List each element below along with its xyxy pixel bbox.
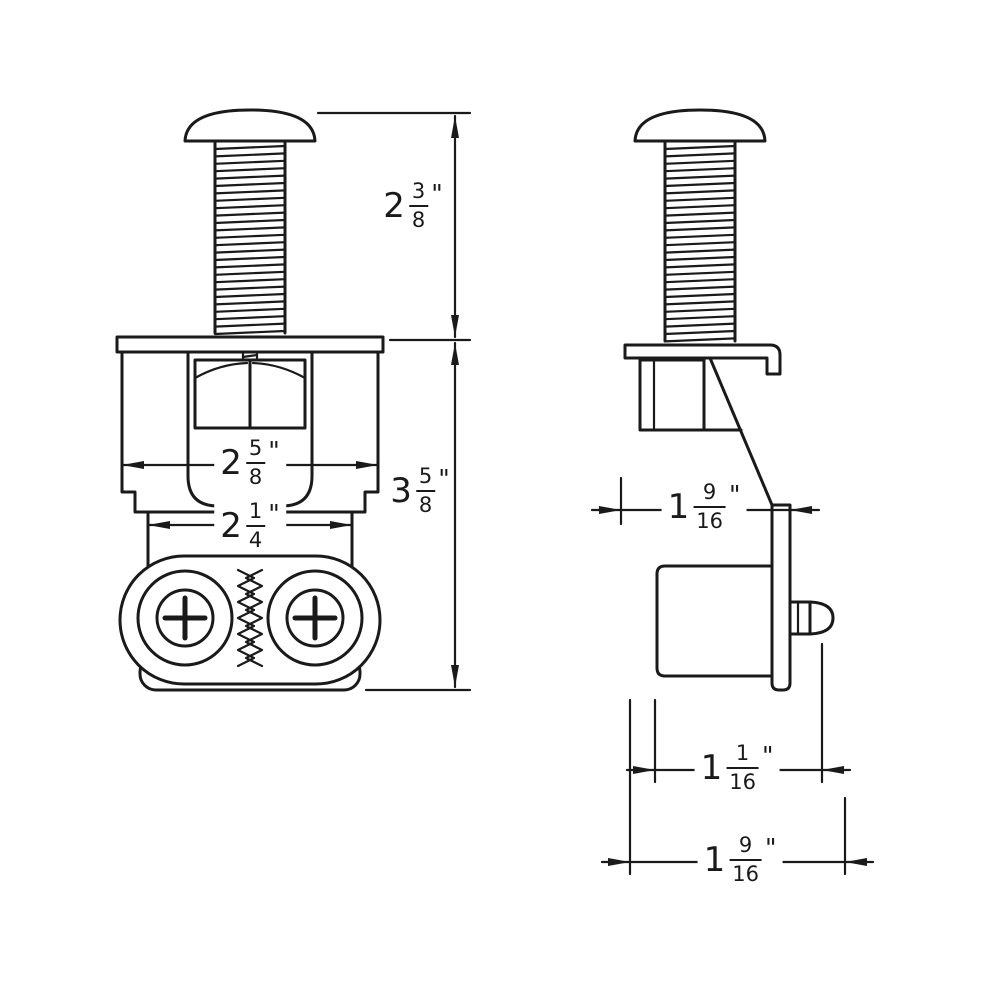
stud-tip-side bbox=[808, 600, 835, 636]
dim-numerator: 3 bbox=[411, 179, 426, 203]
screw-head-left bbox=[155, 588, 215, 648]
dim-label-lower-width: 2 1 4 " bbox=[214, 499, 286, 553]
dim-unit-mark: " bbox=[761, 741, 774, 770]
stud-tip-thread-line bbox=[241, 353, 259, 359]
dim-fraction: 9 16 bbox=[693, 482, 726, 532]
dim-unit-mark: " bbox=[268, 436, 280, 465]
dim-numerator: 5 bbox=[248, 436, 263, 460]
stud-nut-side bbox=[788, 600, 812, 636]
dim-denominator: 8 bbox=[408, 205, 429, 231]
dim-unit-mark: " bbox=[431, 179, 443, 208]
angle-bracket-side bbox=[623, 343, 782, 376]
top-plate-front bbox=[115, 335, 385, 354]
dim-numerator: 1 bbox=[248, 499, 263, 523]
dim-whole-number: 2 bbox=[220, 443, 242, 483]
dim-numerator: 9 bbox=[702, 480, 717, 504]
dim-whole-number: 1 bbox=[667, 487, 690, 527]
dim-label-bolt-length: 2 3 8 " bbox=[383, 181, 443, 231]
dim-whole-number: 3 bbox=[390, 471, 412, 511]
roller-cylinder-side bbox=[655, 564, 774, 678]
dim-numerator: 9 bbox=[738, 833, 753, 857]
dim-denominator: 16 bbox=[693, 506, 726, 532]
screw-head-right bbox=[285, 588, 345, 648]
dim-whole-number: 1 bbox=[700, 748, 723, 788]
dim-whole-number: 1 bbox=[703, 840, 726, 880]
mounting-plate-side bbox=[770, 503, 792, 692]
dim-whole-number: 2 bbox=[383, 186, 405, 226]
dim-label-body-width: 2 5 8 " bbox=[214, 436, 286, 490]
dim-fraction: 1 16 bbox=[726, 743, 759, 793]
dim-label-bracket-depth: 1 9 16 " bbox=[661, 480, 747, 534]
dim-unit-mark: " bbox=[764, 833, 777, 862]
dim-numerator: 5 bbox=[418, 464, 433, 488]
hex-nut-chamfer-left bbox=[193, 361, 249, 380]
dim-denominator: 8 bbox=[245, 462, 266, 488]
bracket-diagonal-edge bbox=[708, 356, 774, 507]
phillips-cross-left-icon bbox=[162, 595, 208, 641]
dim-fraction: 9 16 bbox=[729, 835, 762, 885]
dim-denominator: 16 bbox=[729, 859, 762, 885]
dim-numerator: 1 bbox=[735, 741, 750, 765]
knurl-mesh-left bbox=[236, 568, 256, 668]
dim-fraction: 5 8 bbox=[245, 436, 266, 488]
side-view bbox=[623, 108, 835, 692]
dim-label-stud-offset: 1 1 16 " bbox=[694, 741, 780, 795]
bolt-head-front bbox=[183, 108, 317, 143]
bolt-threads-side bbox=[663, 144, 737, 343]
bolt-threads-front bbox=[213, 144, 287, 336]
dim-label-body-height: 3 5 8 " bbox=[390, 466, 450, 516]
knurl-mesh-right bbox=[244, 568, 264, 668]
bolt-head-side bbox=[633, 108, 767, 143]
dim-fraction: 5 8 bbox=[415, 464, 436, 516]
front-view bbox=[115, 108, 385, 692]
dim-unit-mark: " bbox=[728, 480, 741, 509]
dim-denominator: 4 bbox=[245, 525, 266, 551]
dim-fraction: 1 4 bbox=[245, 499, 266, 551]
dim-unit-mark: " bbox=[268, 499, 280, 528]
hex-nut-side bbox=[638, 358, 706, 432]
dim-label-overall-depth: 1 9 16 " bbox=[697, 833, 783, 887]
dim-denominator: 8 bbox=[415, 490, 436, 516]
dim-fraction: 3 8 bbox=[408, 179, 429, 231]
dim-whole-number: 2 bbox=[220, 506, 242, 546]
hex-nut-chamfer-right bbox=[251, 361, 307, 380]
dim-unit-mark: " bbox=[438, 464, 450, 493]
dim-denominator: 16 bbox=[726, 767, 759, 793]
phillips-cross-right-icon bbox=[292, 595, 338, 641]
